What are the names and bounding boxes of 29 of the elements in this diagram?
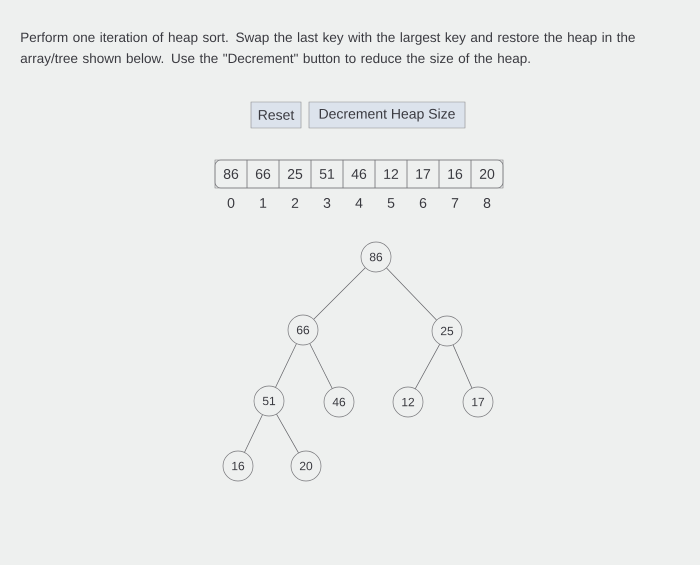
button: Decrement Heap Size: [308, 102, 466, 128]
tree-edge: [310, 343, 332, 389]
array-cell: 17: [406, 160, 440, 188]
array-cell: 16: [438, 160, 472, 188]
array-cell: 51: [310, 160, 344, 188]
button: Reset: [250, 102, 302, 128]
tree-edge: [314, 268, 366, 320]
index-label: 8: [484, 198, 490, 208]
tree-edge: [452, 344, 472, 388]
index-label: 1: [260, 198, 266, 208]
index-label: 3: [324, 198, 330, 208]
array-cell: 12: [374, 160, 408, 188]
array-cell: 25: [278, 160, 312, 188]
array-cell: 46: [342, 160, 376, 188]
index-label: 4: [355, 198, 362, 208]
index-label: 2: [292, 198, 298, 208]
tree-edge: [276, 414, 299, 454]
tree-edge: [386, 268, 437, 320]
index-label: 0: [228, 198, 234, 208]
array-cell: 20: [470, 160, 504, 188]
tree-edge: [275, 344, 297, 388]
instruction-text: Perform one iteration of heap sort. Swap the last key with the largest key and restore the heap in the array/tree shown below. Use the "Decrement" button to reduce the size of the heap.: [20, 32, 635, 66]
index-label: 6: [420, 198, 426, 208]
index-label: 7: [452, 198, 458, 208]
index-label: 5: [388, 198, 394, 208]
array-cell: 66: [246, 160, 280, 188]
tree-edge: [415, 344, 440, 389]
tree-edge: [244, 414, 263, 452]
array-cell: 86: [214, 160, 248, 188]
